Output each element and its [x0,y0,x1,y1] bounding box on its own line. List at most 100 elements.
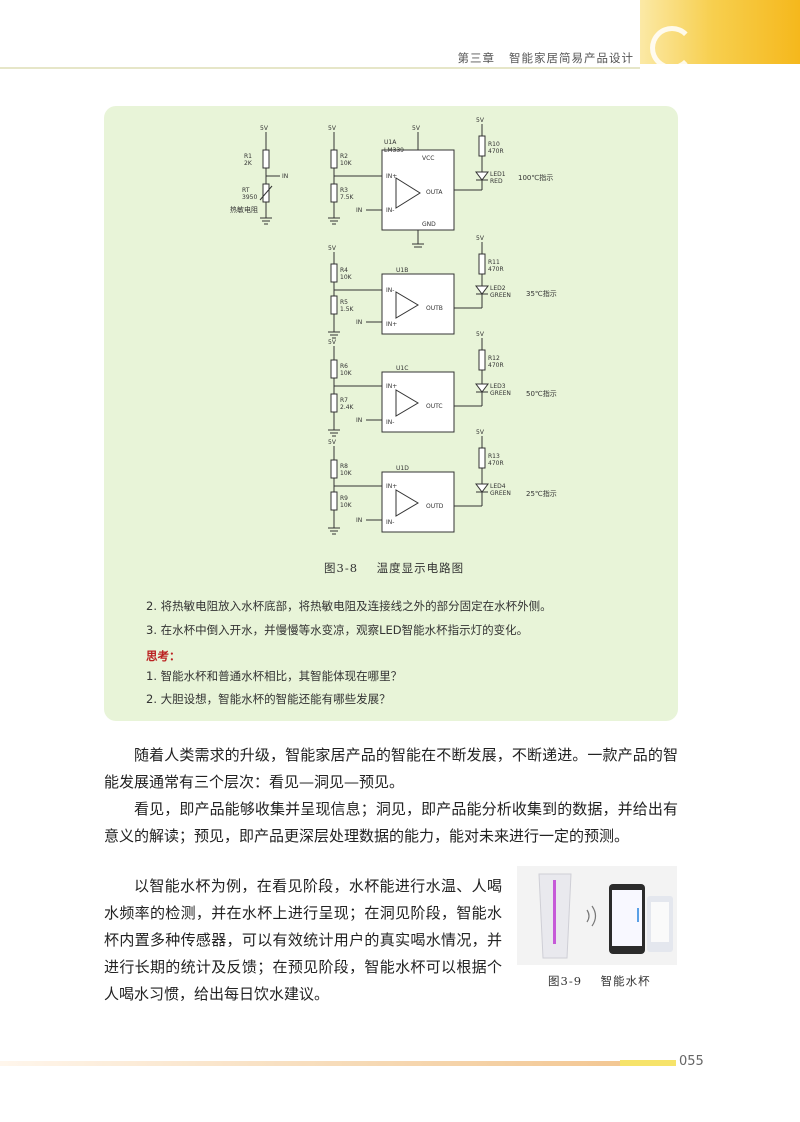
net-label: IN [356,417,362,424]
led-id: LED3 [490,383,506,390]
led-color: RED [490,178,503,185]
resistor-id: R7 [340,397,348,404]
led-color: GREEN [490,292,511,299]
indicator-label: 35℃指示 [526,289,557,298]
smart-cup-photo [517,866,677,965]
pin-label: GND [422,221,436,228]
supply-label: 5V [412,125,421,132]
figure-number: 图3-9 [548,974,583,988]
resistor-id: R2 [340,153,348,160]
resistor-value: 7.5K [340,194,355,201]
resistor-value: 470R [488,362,504,369]
resistor-value: 3950 [242,194,257,201]
resistor-id: R11 [488,259,500,266]
resistor-id: R3 [340,187,348,194]
resistor-value: 470R [488,266,504,273]
paragraph-definitions: 看见，即产品能够收集并呈现信息；洞见，即产品能分析收集到的数据，并给出有意义的解… [104,800,678,845]
step-3-text: 3. 在水杯中倒入开水，并慢慢等水变凉，观察LED智能水杯指示灯的变化。 [146,623,529,637]
supply-label: 5V [328,125,337,132]
resistor-value: 10K [340,274,353,281]
figure-3-8-caption: 图3-8 温度显示电路图 [324,560,464,576]
resistor-value: 10K [340,470,353,477]
output-label: OUTB [426,305,443,312]
indicator-label: 100℃指示 [518,173,553,182]
supply-label: 5V [476,117,485,124]
supply-label: 5V [260,125,269,132]
pin-label: IN- [386,287,394,294]
output-label: OUTD [426,503,444,510]
running-header: 第三章 智能家居简易产品设计 [458,50,634,66]
pin-label: VCC [422,155,434,162]
figure-3-9-caption: 图3-9 智能水杯 [548,973,651,989]
resistor-value: 10K [340,370,353,377]
supply-label: 5V [476,331,485,338]
paragraph-intelligence-levels: 随着人类需求的升级，智能家居产品的智能在不断发展，不断递进。一款产品的智能发展通… [104,746,678,791]
led-color: GREEN [490,490,511,497]
pin-label: IN- [386,207,394,214]
resistor-id: R1 [244,153,252,160]
chip-id: U1C [396,365,408,372]
net-label: IN [356,319,362,326]
net-label: IN [282,173,288,180]
resistor-id: R8 [340,463,348,470]
figure-number: 图3-8 [324,561,359,575]
chip-id: U1B [396,267,408,274]
chip-id: U1A [384,139,397,146]
led-id: LED2 [490,285,506,292]
figure-title: 智能水杯 [600,974,651,988]
smart-cup-illustration [517,866,677,965]
resistor-id: R5 [340,299,348,306]
indicator-label: 25℃指示 [526,489,557,498]
paragraph-smart-cup-example: 以智能水杯为例，在看见阶段，水杯能进行水温、人喝水频率的检测，并在水杯上进行呈现… [104,877,502,1003]
supply-label: 5V [328,339,337,346]
resistor-value: 1.5K [340,306,355,313]
resistor-value: 10K [340,160,353,167]
pin-label: IN+ [386,383,397,390]
pin-label: IN+ [386,483,397,490]
resistor-value: 10K [340,502,353,509]
resistor-id: R6 [340,363,348,370]
header-divider [0,67,640,69]
chapter-number: 第三章 [457,51,496,65]
thermistor-label: 热敏电阻 [230,205,258,214]
chapter-title: 智能家居简易产品设计 [509,51,634,65]
resistor-id: R10 [488,141,500,148]
resistor-id: RT [242,187,250,194]
resistor-id: R13 [488,453,500,460]
led-color: GREEN [490,390,511,397]
pin-label: IN- [386,419,394,426]
resistor-value: 2.4K [340,404,355,411]
chip-id: U1D [396,465,409,472]
resistor-id: R12 [488,355,500,362]
question-1: 1. 智能水杯和普通水杯相比，其智能体现在哪里？ [146,669,403,683]
resistor-value: 470R [488,148,504,155]
step-2-text: 2. 将热敏电阻放入水杯底部，将热敏电阻及连接线之外的部分固定在水杯外侧。 [146,599,552,613]
think-heading: 思考： [146,649,181,663]
pin-label: IN+ [386,173,397,180]
resistor-value: 2K [244,160,253,167]
indicator-label: 50℃指示 [526,389,557,398]
figure-title: 温度显示电路图 [376,561,465,575]
output-label: OUTA [426,189,443,196]
pin-label: IN+ [386,321,397,328]
output-label: OUTC [426,403,443,410]
footer-accent [620,1060,676,1066]
resistor-id: R9 [340,495,348,502]
net-label: IN [356,207,362,214]
question-2: 2. 大胆设想，智能水杯的智能还能有哪些发展？ [146,692,391,706]
supply-label: 5V [328,245,337,252]
supply-label: 5V [328,439,337,446]
chapter-logo-icon [650,26,694,70]
pin-label: IN- [386,519,394,526]
resistor-value: 470R [488,460,504,467]
page-number: 055 [679,1054,704,1069]
resistor-id: R4 [340,267,348,274]
footer-rule [0,1061,620,1066]
supply-label: 5V [476,235,485,242]
net-label: IN [356,517,362,524]
led-id: LED1 [490,171,506,178]
supply-label: 5V [476,429,485,436]
led-id: LED4 [490,483,506,490]
chip-part: LM339 [384,147,404,154]
temperature-display-circuit: 5V 5V 5V 5V R1 2K RT 3950 热敏电阻 IN R2 10K… [230,117,557,535]
